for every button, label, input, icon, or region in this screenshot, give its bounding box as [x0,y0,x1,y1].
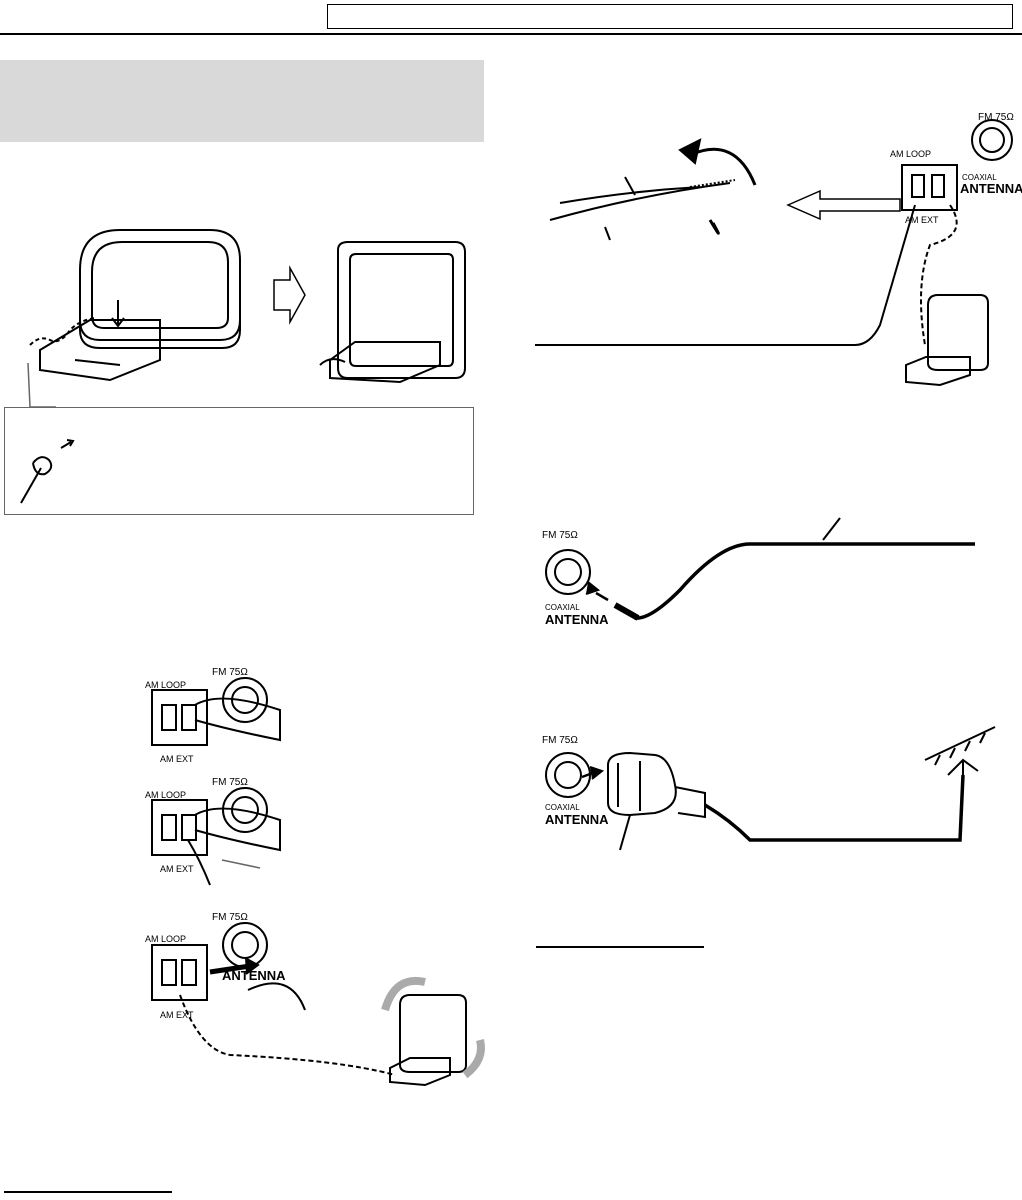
section-title-panel [0,60,484,142]
step3-antenna-label: ANTENNA [222,968,286,983]
step3-fm-label: FM 75Ω [212,912,248,923]
am-loop-assembly-illustration [29,229,466,384]
step1-am-ext-label: AM EXT [160,754,194,764]
header-box [327,4,1013,29]
bottom-coaxial-label: COAXIAL [545,803,580,812]
left-note-rule [4,1191,172,1193]
callout-pointer [27,362,56,408]
bottom-antenna-label: ANTENNA [545,812,609,827]
step2-fm-label: FM 75Ω [212,777,248,788]
mid-coaxial-label: COAXIAL [545,603,580,612]
step2-am-ext-label: AM EXT [160,864,194,874]
am-terminal-step-3: FM 75Ω AM LOOP AM EXT ANTENNA [145,912,485,1087]
wire-prep-callout [4,407,474,515]
step1-am-loop-label: AM LOOP [145,680,186,690]
am-terminal-step-2: FM 75Ω AM LOOP AM EXT [145,777,281,886]
step3-am-ext-label: AM EXT [160,1010,194,1020]
top-am-loop-label: AM LOOP [890,149,931,159]
mid-fm-label: FM 75Ω [542,530,578,541]
mid-antenna-label: ANTENNA [545,612,609,627]
top-antenna-label: ANTENNA [960,181,1022,196]
twist-wire-illustration [20,439,75,504]
top-fm-label: FM 75Ω [978,112,1014,123]
right-note-rule [536,946,704,948]
header-rule [0,33,1022,35]
am-external-wire-illustration: FM 75Ω AM LOOP AM EXT COAXIAL ANTENNA [535,112,1022,387]
step2-am-loop-label: AM LOOP [145,790,186,800]
fm-wire-antenna-illustration: FM 75Ω COAXIAL ANTENNA [542,517,975,627]
top-am-ext-label: AM EXT [905,215,939,225]
bottom-fm-label: FM 75Ω [542,735,578,746]
top-coaxial-label: COAXIAL [962,173,997,182]
am-terminal-step-1: FM 75Ω AM LOOP AM EXT [145,667,281,764]
step3-am-loop-label: AM LOOP [145,934,186,944]
fm-outdoor-antenna-illustration: FM 75Ω COAXIAL ANTENNA [542,726,996,851]
step1-fm-label: FM 75Ω [212,667,248,678]
